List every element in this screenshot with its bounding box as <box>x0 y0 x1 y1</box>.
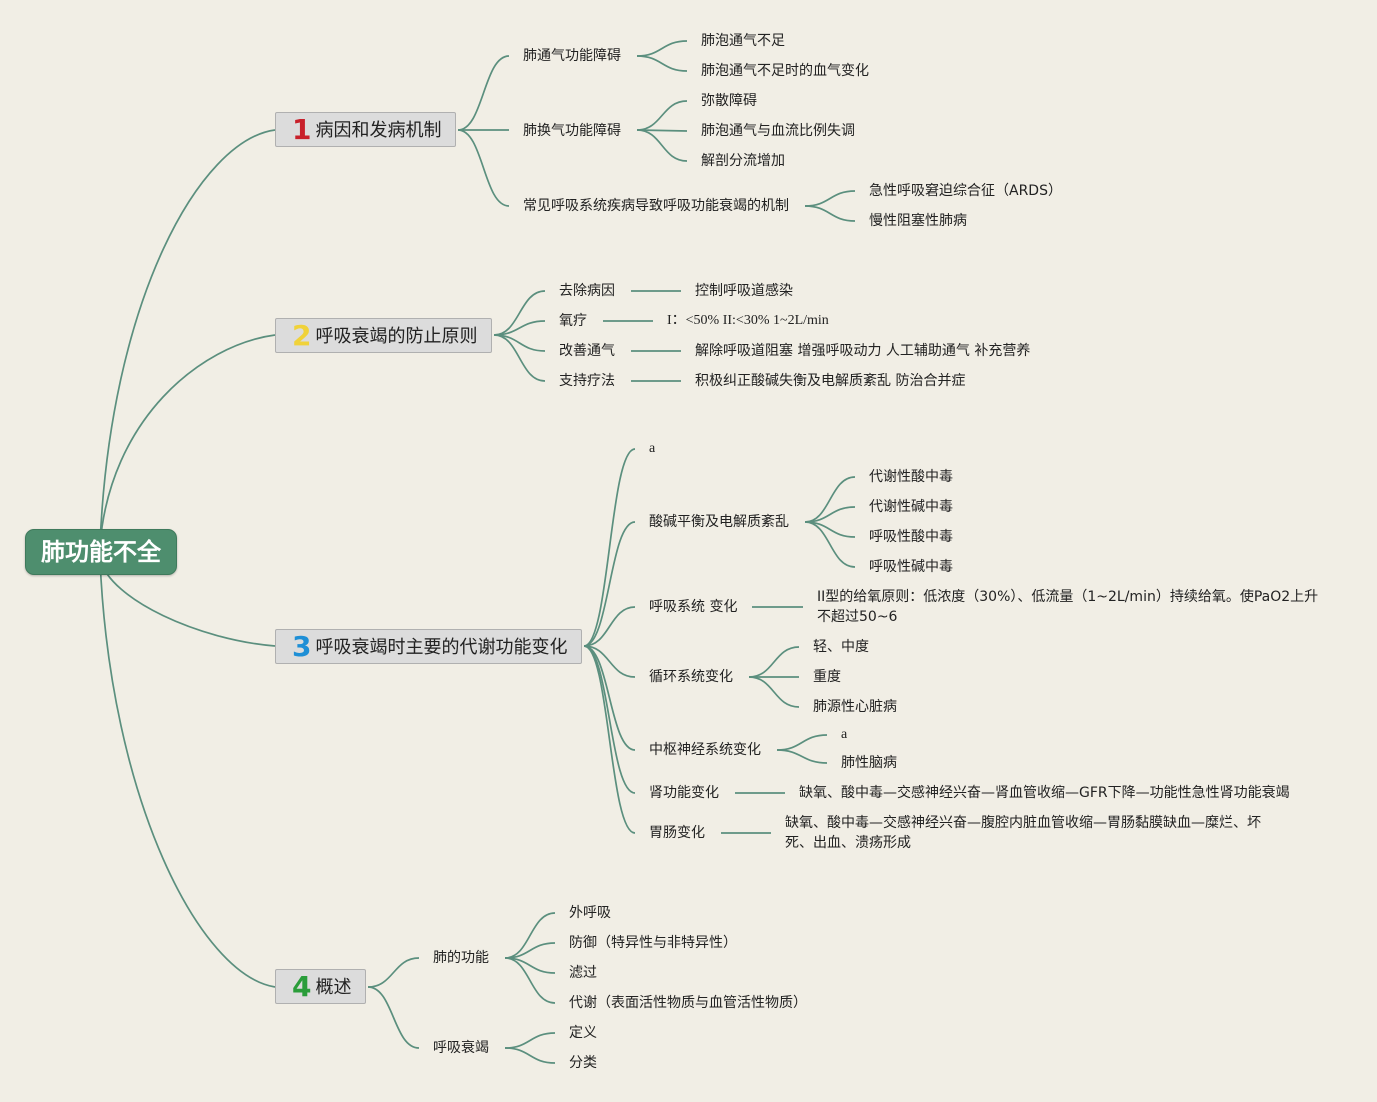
leaf-metabolic-acidosis[interactable]: 代谢性酸中毒 <box>869 469 953 485</box>
leaf-pulmonary-encephalopathy[interactable]: 肺性脑病 <box>841 755 897 771</box>
leaf-metabolic-alkalosis[interactable]: 代谢性碱中毒 <box>869 499 953 515</box>
connector <box>583 645 636 794</box>
connector <box>504 1032 556 1049</box>
connector <box>493 334 546 382</box>
connector <box>748 646 800 678</box>
leaf-renal-chain[interactable]: 缺氧、酸中毒—交感神经兴奋—肾血管收缩—GFR下降—功能性急性肾功能衰竭 <box>799 785 1290 801</box>
subtopic-circulatory-change[interactable]: 循环系统变化 <box>649 669 733 685</box>
connector <box>804 521 856 568</box>
subtopic-respiratory-failure[interactable]: 呼吸衰竭 <box>433 1040 489 1056</box>
topic-label: 概述 <box>315 977 352 998</box>
leaf-gi-chain[interactable]: 缺氧、酸中毒—交感神经兴奋—腹腔内脏血管收缩—胃肠黏膜缺血—糜烂、坏死、出血、溃… <box>785 815 1261 851</box>
connector <box>636 100 688 131</box>
subtopic-lung-function[interactable]: 肺的功能 <box>433 950 489 966</box>
leaf-alveolar-hypoventilation[interactable]: 肺泡通气不足 <box>701 33 785 49</box>
connector <box>504 1047 556 1064</box>
leaf-mild-moderate[interactable]: 轻、中度 <box>813 639 869 655</box>
leaf-ards[interactable]: 急性呼吸窘迫综合征（ARDS） <box>869 183 1062 199</box>
connector-straight <box>636 129 688 132</box>
leaf-blood-gas-change[interactable]: 肺泡通气不足时的血气变化 <box>701 63 869 79</box>
subtopic-improve-ventilation[interactable]: 改善通气 <box>559 343 615 359</box>
leaf-cor-pulmonale[interactable]: 肺源性心脏病 <box>813 699 897 715</box>
leaf-defense[interactable]: 防御（特异性与非特异性） <box>569 935 737 951</box>
subtopic-gi-change[interactable]: 胃肠变化 <box>649 825 705 841</box>
subtopic-gas-exchange-disorder[interactable]: 肺换气功能障碍 <box>523 123 621 139</box>
connector <box>583 606 636 647</box>
leaf-classification[interactable]: 分类 <box>569 1055 597 1071</box>
leaf-supportive-measures[interactable]: 积极纠正酸碱失衡及电解质紊乱 防治合并症 <box>695 373 966 389</box>
leaf-oxygen-principle[interactable]: II型的给氧原则：低浓度（30%）、低流量（1~2L/min）持续给氧。使PaO… <box>817 589 1319 625</box>
connector <box>504 957 556 1004</box>
number-two-icon: 2 <box>292 319 312 352</box>
connector <box>776 734 828 751</box>
root-connector <box>99 334 276 546</box>
leaf-control-infection[interactable]: 控制呼吸道感染 <box>695 283 793 299</box>
root-connector <box>99 558 276 988</box>
topic-label: 呼吸衰竭的防止原则 <box>315 326 478 347</box>
leaf-anatomic-shunt[interactable]: 解剖分流增加 <box>701 153 785 169</box>
connector <box>583 448 636 647</box>
connector <box>457 129 510 207</box>
number-four-icon: 4 <box>292 970 312 1003</box>
connector <box>367 986 420 1049</box>
connector <box>636 129 688 162</box>
leaf-respiratory-alkalosis[interactable]: 呼吸性碱中毒 <box>869 559 953 575</box>
connector <box>583 521 636 647</box>
root-connector <box>99 129 276 546</box>
subtopic-cns-change[interactable]: 中枢神经系统变化 <box>649 742 761 758</box>
subtopic-remove-cause[interactable]: 去除病因 <box>559 283 615 299</box>
subtopic-oxygen-therapy[interactable]: 氧疗 <box>559 313 587 329</box>
subtopic-acid-base[interactable]: 酸碱平衡及电解质紊乱 <box>649 514 789 530</box>
leaf-definition[interactable]: 定义 <box>569 1025 597 1041</box>
leaf-external-respiration[interactable]: 外呼吸 <box>569 905 611 921</box>
topic-label: 病因和发病机制 <box>315 120 442 141</box>
topic-label: 呼吸衰竭时主要的代谢功能变化 <box>315 637 568 658</box>
connector <box>804 190 856 207</box>
leaf-a[interactable]: a <box>841 727 848 742</box>
subtopic-common-disease-mechanism[interactable]: 常见呼吸系统疾病导致呼吸功能衰竭的机制 <box>523 198 789 214</box>
connector <box>776 749 828 764</box>
subtopic-renal-change[interactable]: 肾功能变化 <box>649 785 719 801</box>
subtopic-a[interactable]: a <box>649 441 656 456</box>
connector <box>457 55 510 131</box>
number-one-icon: 1 <box>292 113 312 146</box>
leaf-va-q-mismatch[interactable]: 肺泡通气与血流比例失调 <box>701 123 855 139</box>
leaf-diffusion-disorder[interactable]: 弥散障碍 <box>701 93 757 109</box>
connector <box>804 205 856 222</box>
leaf-ventilation-measures[interactable]: 解除呼吸道阻塞 增强呼吸动力 人工辅助通气 补充营养 <box>695 343 1031 359</box>
leaf-severe[interactable]: 重度 <box>813 669 841 685</box>
subtopic-respiratory-change[interactable]: 呼吸系统 变化 <box>649 599 738 615</box>
number-three-icon: 3 <box>292 630 312 663</box>
central-topic[interactable]: 肺功能不全 <box>25 529 177 575</box>
leaf-metabolism[interactable]: 代谢（表面活性物质与血管活性物质） <box>569 995 807 1011</box>
connector <box>748 676 800 708</box>
connector <box>583 645 636 678</box>
connector <box>636 55 688 72</box>
connector <box>636 40 688 57</box>
leaf-copd[interactable]: 慢性阻塞性肺病 <box>869 213 967 229</box>
leaf-oxygen-dose[interactable]: I：<50% II:<30% 1~2L/min <box>667 313 829 328</box>
connector <box>583 645 636 834</box>
subtopic-supportive-therapy[interactable]: 支持疗法 <box>559 373 615 389</box>
leaf-filtration[interactable]: 滤过 <box>569 965 597 981</box>
subtopic-ventilation-disorder[interactable]: 肺通气功能障碍 <box>523 48 621 64</box>
leaf-respiratory-acidosis[interactable]: 呼吸性酸中毒 <box>869 529 953 545</box>
connector <box>367 957 420 988</box>
